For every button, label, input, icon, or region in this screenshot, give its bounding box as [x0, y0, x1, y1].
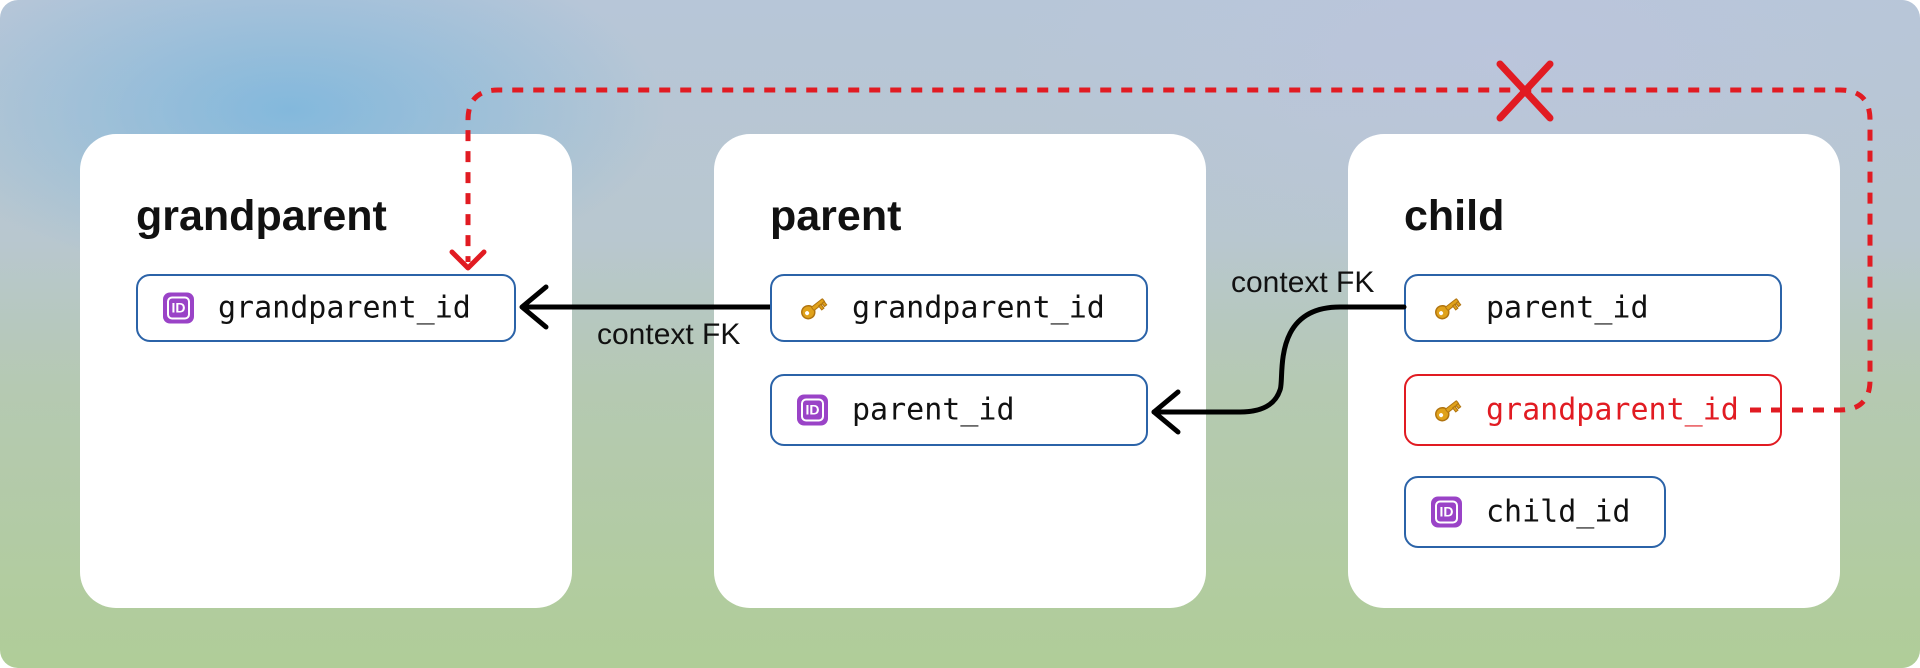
edge-label-child-to-parent: context FK: [1231, 266, 1375, 299]
field-name: grandparent_id: [852, 290, 1105, 326]
field-name: grandparent_id: [1486, 392, 1739, 428]
table-title: parent: [770, 192, 902, 240]
table-card-grandparent: grandparent ID grandparent_id: [80, 134, 572, 608]
field-child-id: ID child_id: [1404, 476, 1666, 548]
table-card-child: child parent_id grandparent_id ID child_…: [1348, 134, 1840, 608]
key-icon: [1430, 292, 1463, 325]
forbidden-cross-icon: [1496, 60, 1554, 122]
field-name: parent_id: [852, 392, 1015, 428]
field-name: child_id: [1486, 494, 1631, 530]
field-name: parent_id: [1486, 290, 1649, 326]
field-name: grandparent_id: [218, 290, 471, 326]
field-parent-id-fk: parent_id: [1404, 274, 1782, 342]
table-title: child: [1404, 192, 1505, 240]
edge-label-parent-to-grandparent: context FK: [597, 318, 741, 351]
table-title: grandparent: [136, 192, 387, 240]
field-parent-id: ID parent_id: [770, 374, 1148, 446]
id-badge-icon: ID: [796, 394, 829, 427]
field-grandparent-id: ID grandparent_id: [136, 274, 516, 342]
key-icon: [796, 292, 829, 325]
key-icon: [1430, 394, 1463, 427]
id-badge-icon: ID: [1430, 496, 1463, 529]
id-badge-icon: ID: [162, 292, 195, 325]
field-grandparent-id-invalid: grandparent_id: [1404, 374, 1782, 446]
table-card-parent: parent grandparent_id ID parent_id: [714, 134, 1206, 608]
field-grandparent-id-fk: grandparent_id: [770, 274, 1148, 342]
